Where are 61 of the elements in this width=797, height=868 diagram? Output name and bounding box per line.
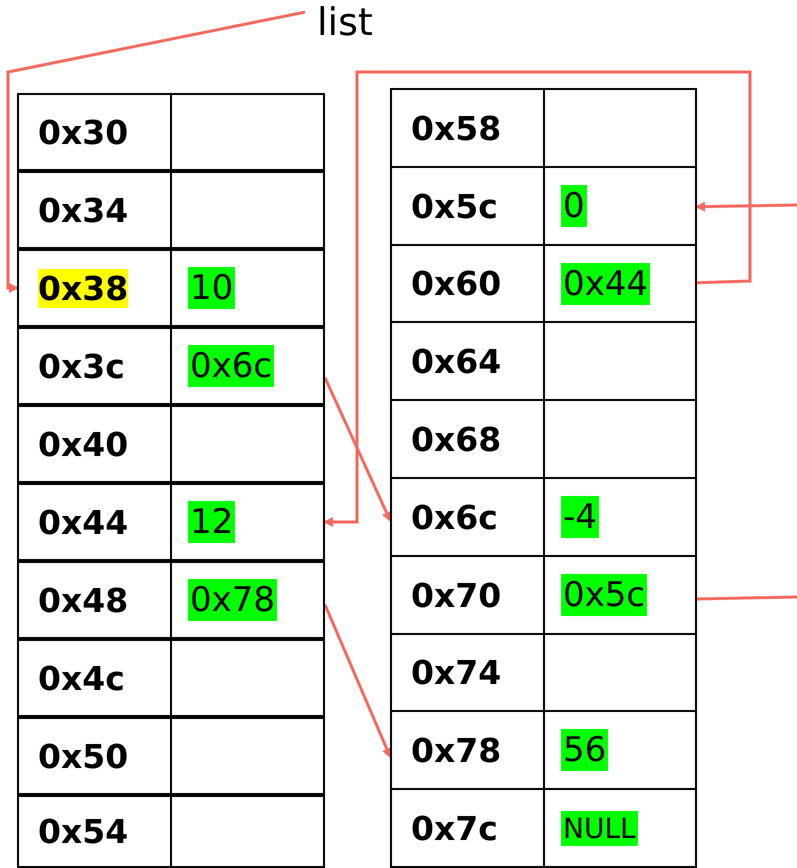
address-text: 0x7c [411,808,498,848]
value-text: 0x78 [188,579,278,621]
memory-cell [170,483,325,561]
address-text: 0x30 [38,112,128,152]
memory-cell [170,327,325,405]
address-text: 0x4c [38,658,125,698]
pointer-arrow [6,10,306,293]
address-text: 0x5c [411,186,498,226]
memory-cell [17,93,172,171]
address-text: 0x64 [411,342,502,380]
memory-cell [17,249,172,327]
value-text: -4 [561,496,599,538]
memory-cell [17,171,172,249]
memory-cell [390,788,545,868]
value-text: 10 [188,267,236,309]
address-text: 0x58 [411,108,502,148]
address-text: 0x44 [38,502,128,542]
address-text: 0x3c [38,346,125,386]
address-text: 0x70 [411,576,502,614]
address-text: 0x50 [38,736,128,776]
variable-name: list [317,0,373,44]
value-text: 12 [188,501,236,543]
memory-cell [170,639,325,717]
memory-cell [390,88,545,168]
address-text: 0x48 [38,580,128,620]
memory-cell [170,795,325,868]
address-text: 0x54 [38,812,128,851]
memory-cell [17,327,172,405]
address-text: 0x40 [38,424,128,464]
value-text: 0x6c [188,345,274,387]
memory-cell [17,717,172,795]
memory-cell [17,639,172,717]
value-text: NULL [561,810,638,846]
address-text: 0x78 [411,730,502,770]
memory-cell [17,483,172,561]
memory-cell [170,405,325,483]
address-text: 0x68 [411,420,502,458]
value-text: 0 [561,185,587,227]
address-text: 0x60 [411,264,502,303]
memory-cell [170,93,325,171]
pointer-arrow [695,202,797,212]
memory-cell [170,249,325,327]
value-text: 0x5c [561,574,648,616]
pointer-arrow [324,604,392,758]
memory-cell [170,717,325,795]
memory-cell [17,561,172,639]
pointer-arrow [323,70,752,527]
value-text: 0x44 [561,262,650,304]
memory-cell [543,88,697,168]
memory-cell [543,788,697,868]
address-text: 0x34 [38,190,128,230]
memory-cell [17,405,172,483]
memory-cell [170,561,325,639]
address-text: 0x74 [411,653,502,692]
connector-line [696,596,797,600]
memory-cell [17,795,172,868]
address-text: 0x38 [38,268,128,308]
pointer-arrow [324,377,392,522]
address-text: 0x6c [411,498,498,536]
value-text: 56 [561,729,608,771]
memory-cell [170,171,325,249]
